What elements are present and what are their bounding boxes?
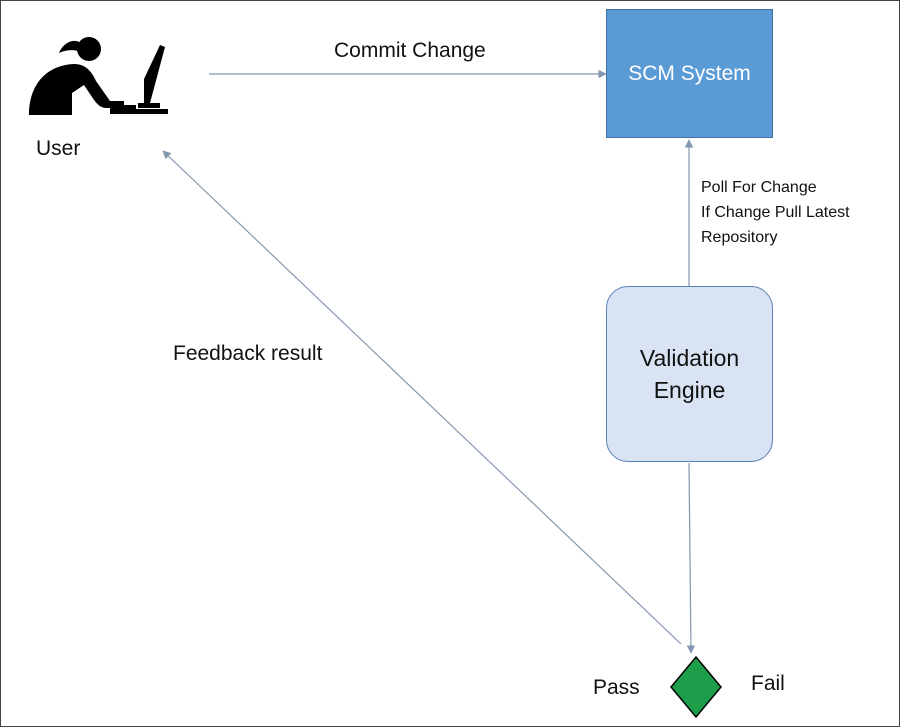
user-at-computer-icon bbox=[29, 37, 168, 115]
commit-change-label: Commit Change bbox=[334, 39, 486, 62]
validation-engine-label-line-1: Validation bbox=[639, 345, 740, 371]
engine-to-decision-arrow bbox=[686, 462, 696, 654]
scm-system-label: SCM System bbox=[628, 61, 751, 85]
pass-label: Pass bbox=[593, 676, 640, 699]
poll-label: Poll For Change If Change Pull Latest Re… bbox=[701, 175, 850, 250]
poll-label-line-1: Poll For Change bbox=[701, 179, 817, 196]
decision-diamond bbox=[670, 655, 722, 719]
user-label: User bbox=[36, 137, 81, 160]
validation-engine-label-line-2: Engine bbox=[653, 377, 726, 403]
poll-label-line-3: Repository bbox=[701, 229, 778, 246]
validation-engine-node: Validation Engine bbox=[606, 286, 773, 462]
poll-label-line-2: If Change Pull Latest bbox=[701, 204, 850, 221]
feedback-result-label: Feedback result bbox=[173, 342, 323, 365]
fail-label: Fail bbox=[751, 672, 785, 695]
feedback-result-arrow bbox=[162, 150, 682, 645]
scm-system-node: SCM System bbox=[606, 9, 773, 138]
